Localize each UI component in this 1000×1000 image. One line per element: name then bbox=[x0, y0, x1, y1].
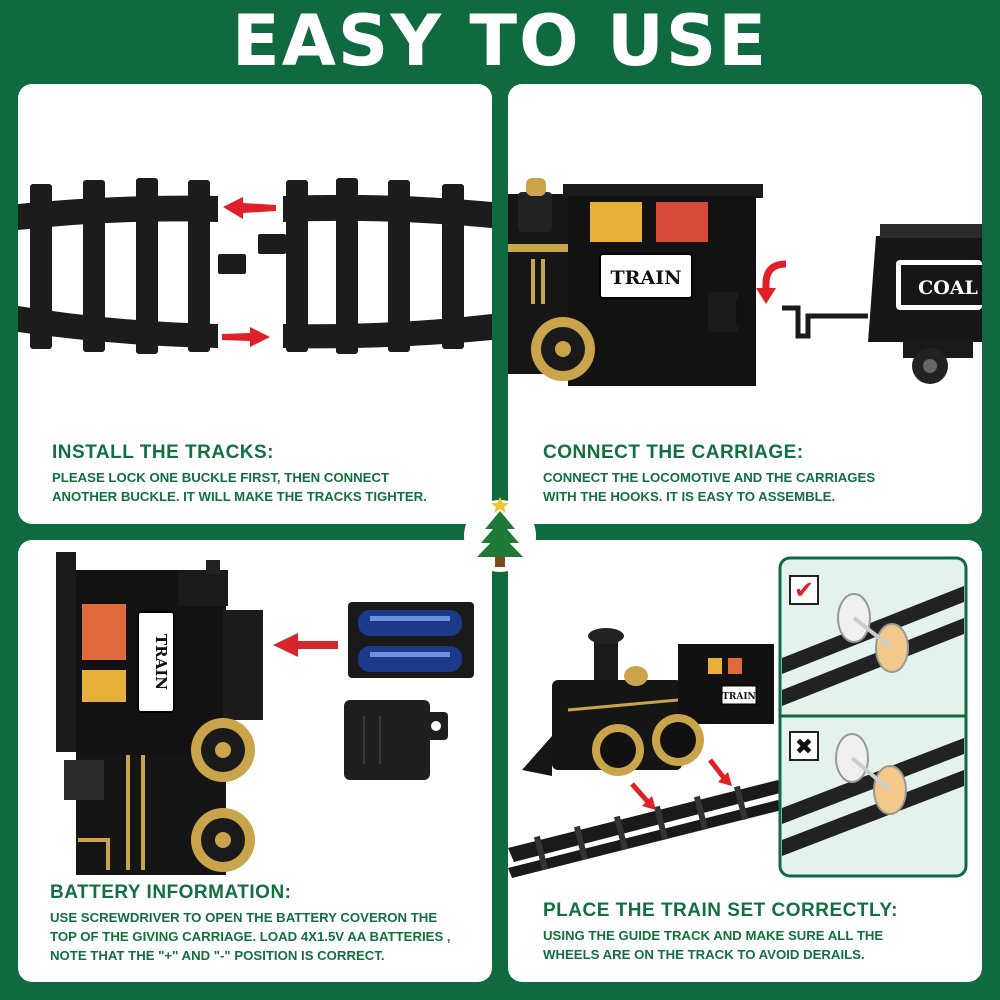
carriage-illustration: TRAIN COAL bbox=[508, 178, 982, 386]
correct-placement bbox=[782, 586, 964, 706]
install-tracks-panel: INSTALL THE TRACKS: PLEASE LOCK ONE BUCK… bbox=[18, 84, 492, 524]
right-arrow-icon bbox=[630, 782, 656, 810]
christmas-tree-icon bbox=[464, 497, 536, 572]
svg-text:✖: ✖ bbox=[795, 735, 813, 760]
place-train-panel: TRAIN bbox=[508, 540, 982, 982]
panel-heading: BATTERY INFORMATION: bbox=[50, 882, 292, 903]
left-arrow-icon bbox=[273, 633, 338, 657]
left-arrow-icon bbox=[223, 197, 276, 219]
battery-cover bbox=[344, 700, 448, 780]
panel-description-line: CONNECT THE LOCOMOTIVE AND THE CARRIAGES bbox=[543, 470, 876, 485]
train-label: TRAIN bbox=[722, 692, 756, 702]
panel-description-line: USE SCREWDRIVER TO OPEN THE BATTERY COVE… bbox=[50, 910, 438, 925]
guide-track bbox=[508, 780, 784, 878]
panel-description-line: PLEASE LOCK ONE BUCKLE FIRST, THEN CONNE… bbox=[52, 470, 390, 485]
locomotive-rear-view: TRAIN bbox=[56, 552, 263, 875]
panel-description-line: ANOTHER BUCKLE. IT WILL MAKE THE TRACKS … bbox=[52, 489, 427, 504]
panel-description-line: WITH THE HOOKS. IT IS EASY TO ASSEMBLE. bbox=[543, 489, 836, 504]
page-title: EASY TO USE bbox=[231, 0, 769, 82]
panel-heading: INSTALL THE TRACKS: bbox=[52, 442, 275, 463]
left-track-piece bbox=[18, 178, 246, 354]
checkmark-icon: ✔ bbox=[789, 575, 819, 605]
panel-description-line: USING THE GUIDE TRACK AND MAKE SURE ALL … bbox=[543, 928, 884, 943]
coal-car: COAL bbox=[868, 224, 982, 384]
battery-info-panel: TRAIN bbox=[18, 540, 492, 982]
battery-illustration: TRAIN bbox=[56, 552, 474, 875]
panel-heading: CONNECT THE CARRIAGE: bbox=[543, 442, 804, 463]
coal-label: COAL bbox=[918, 277, 978, 299]
track-pieces-illustration bbox=[18, 178, 492, 354]
battery-pack bbox=[348, 602, 474, 678]
train-label: TRAIN bbox=[152, 634, 170, 690]
placement-illustration: TRAIN bbox=[508, 556, 968, 878]
cross-icon: ✖ bbox=[789, 731, 819, 761]
wrong-placement bbox=[782, 733, 964, 856]
connect-carriage-panel: TRAIN COAL CONNECT THE CARRIAGE: bbox=[508, 84, 982, 524]
panel-description-line: TOP OF THE GIVING CARRIAGE. LOAD 4X1.5V … bbox=[50, 929, 451, 944]
panel-description-line: NOTE THAT THE "+" AND "-" POSITION IS CO… bbox=[50, 948, 385, 963]
right-arrow-icon bbox=[708, 758, 732, 786]
svg-text:✔: ✔ bbox=[794, 576, 814, 604]
wheel-comparison: ✔ ✖ bbox=[778, 556, 968, 878]
train-label: TRAIN bbox=[611, 267, 682, 289]
locomotive: TRAIN bbox=[522, 628, 774, 776]
right-track-piece bbox=[258, 178, 492, 354]
curved-down-arrow-icon bbox=[756, 260, 787, 304]
coupling-hook bbox=[782, 305, 868, 339]
panel-description-line: WHEELS ARE ON THE TRACK TO AVOID DERAILS… bbox=[543, 947, 865, 962]
right-arrow-icon bbox=[222, 327, 270, 347]
panel-heading: PLACE THE TRAIN SET CORRECTLY: bbox=[543, 900, 898, 921]
locomotive: TRAIN bbox=[508, 178, 763, 386]
